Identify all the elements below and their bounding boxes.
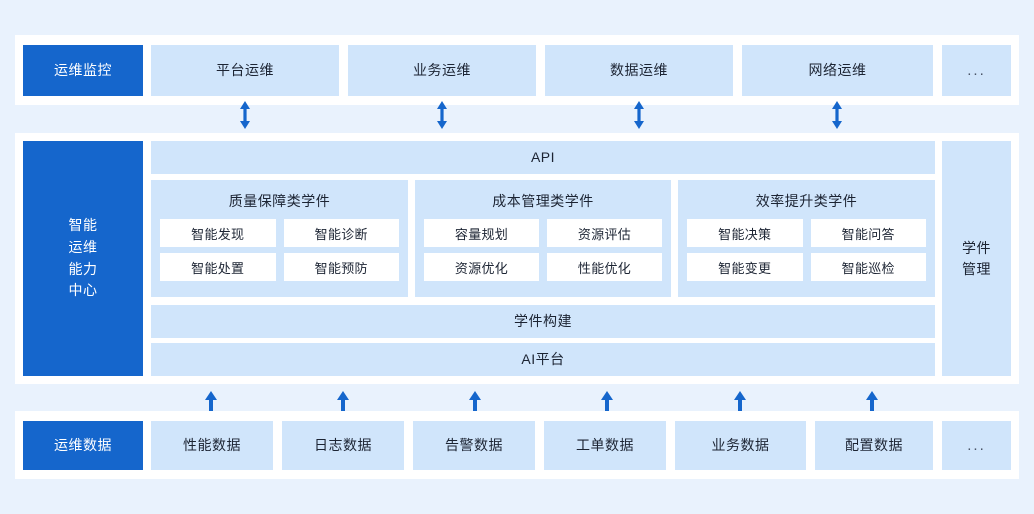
arrow-up-icon — [600, 391, 614, 415]
capability-cell-intelligent-change[interactable]: 智能变更 — [687, 253, 803, 281]
middle-layer-label: 智能 运维 能力 中心 — [23, 141, 143, 376]
capability-cell-performance-optimization[interactable]: 性能优化 — [547, 253, 662, 281]
bottom-item-config-data[interactable]: 配置数据 — [815, 421, 933, 470]
bottom-layer-label: 运维数据 — [23, 421, 143, 470]
top-layer-label: 运维监控 — [23, 45, 143, 96]
capability-cell-resource-assessment[interactable]: 资源评估 — [547, 219, 662, 247]
middle-label-line-1: 智能 — [68, 217, 98, 234]
top-item-data-ops[interactable]: 数据运维 — [545, 45, 733, 96]
top-item-business-ops[interactable]: 业务运维 — [348, 45, 536, 96]
arrow-up-icon — [865, 391, 879, 415]
bottom-item-log-data[interactable]: 日志数据 — [282, 421, 404, 470]
learnware-management-panel[interactable]: 学件 管理 — [942, 141, 1011, 376]
arrow-up-icon — [468, 391, 482, 415]
top-item-network-ops[interactable]: 网络运维 — [742, 45, 933, 96]
double-arrow-vertical-icon — [630, 100, 648, 130]
capability-cell-intelligent-handling[interactable]: 智能处置 — [160, 253, 276, 281]
capability-cell-intelligent-qa[interactable]: 智能问答 — [810, 219, 926, 247]
double-arrow-vertical-icon — [433, 100, 451, 130]
top-item-platform-ops[interactable]: 平台运维 — [151, 45, 339, 96]
capability-group-efficiency: 效率提升类学件 智能决策 智能问答 智能变更 智能巡检 — [678, 180, 935, 297]
learnware-management-line-2: 管理 — [962, 260, 991, 277]
capability-cell-grid: 智能发现 智能诊断 智能处置 智能预防 — [151, 219, 408, 290]
bottom-item-ticket-data[interactable]: 工单数据 — [544, 421, 666, 470]
double-arrow-vertical-icon — [828, 100, 846, 130]
arrow-up-icon — [336, 391, 350, 415]
capability-cell-intelligent-inspection[interactable]: 智能巡检 — [810, 253, 926, 281]
capability-group-quality: 质量保障类学件 智能发现 智能诊断 智能处置 智能预防 — [151, 180, 408, 297]
learnware-build-bar[interactable]: 学件构建 — [151, 305, 935, 338]
capability-cell-intelligent-discovery[interactable]: 智能发现 — [160, 219, 276, 247]
capability-group-title: 效率提升类学件 — [755, 193, 858, 209]
middle-label-line-2: 运维 — [68, 238, 98, 255]
middle-label-line-4: 中心 — [68, 282, 98, 299]
bottom-item-performance-data[interactable]: 性能数据 — [151, 421, 273, 470]
capability-cell-grid: 智能决策 智能问答 智能变更 智能巡检 — [678, 219, 935, 290]
api-bar[interactable]: API — [151, 141, 935, 174]
ellipsis-label: ... — [967, 62, 986, 79]
bottom-item-more[interactable]: ... — [942, 421, 1011, 470]
capability-cell-intelligent-prevention[interactable]: 智能预防 — [283, 253, 399, 281]
capability-cell-capacity-planning[interactable]: 容量规划 — [424, 219, 539, 247]
capability-group-cost: 成本管理类学件 容量规划 资源评估 资源优化 性能优化 — [415, 180, 671, 297]
top-item-more[interactable]: ... — [942, 45, 1011, 96]
capability-cell-grid: 容量规划 资源评估 资源优化 性能优化 — [415, 219, 671, 290]
double-arrow-vertical-icon — [236, 100, 254, 130]
learnware-management-line-1: 学件 — [962, 239, 991, 256]
arrow-up-icon — [204, 391, 218, 415]
ellipsis-label: ... — [967, 437, 986, 454]
ai-platform-bar[interactable]: AI平台 — [151, 343, 935, 376]
middle-label-line-3: 能力 — [68, 260, 98, 277]
arrow-up-icon — [733, 391, 747, 415]
bottom-item-business-data[interactable]: 业务数据 — [675, 421, 806, 470]
capability-cell-intelligent-decision[interactable]: 智能决策 — [687, 219, 803, 247]
capability-group-title: 质量保障类学件 — [228, 193, 331, 209]
capability-cell-resource-optimization[interactable]: 资源优化 — [424, 253, 539, 281]
capability-cell-intelligent-diagnosis[interactable]: 智能诊断 — [283, 219, 399, 247]
capability-group-title: 成本管理类学件 — [492, 193, 594, 209]
bottom-item-alarm-data[interactable]: 告警数据 — [413, 421, 535, 470]
